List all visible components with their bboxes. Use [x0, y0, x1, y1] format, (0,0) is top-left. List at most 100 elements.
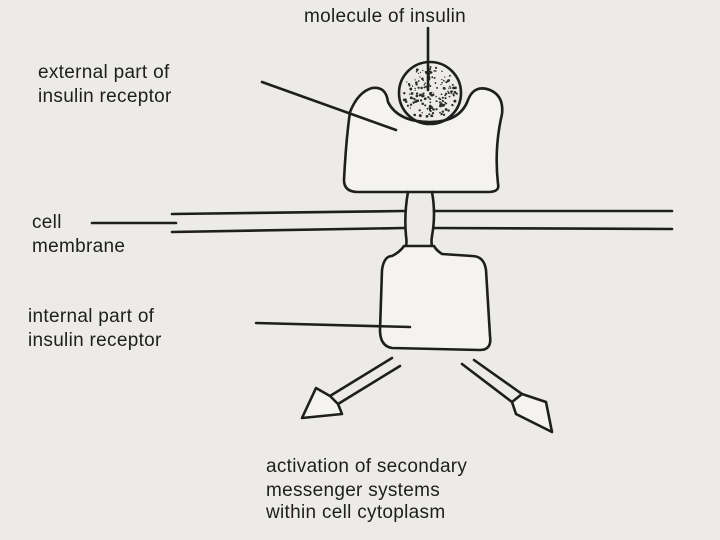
molecule-speckle — [430, 114, 433, 118]
molecule-speckle — [406, 104, 410, 107]
molecule-speckle — [444, 108, 448, 111]
molecule-speckle — [430, 94, 434, 97]
molecule-speckle — [433, 76, 436, 79]
molecule-speckle — [415, 68, 419, 72]
molecule-speckle — [442, 86, 446, 90]
molecule-speckle — [445, 92, 448, 95]
molecule-speckle — [449, 85, 451, 88]
molecule-speckle — [422, 69, 424, 72]
molecule-speckle — [415, 83, 418, 86]
molecule-speckle — [419, 76, 421, 78]
molecule-speckle — [438, 101, 442, 104]
molecule-speckle — [429, 98, 432, 101]
internal-leader-line — [254, 321, 412, 329]
molecule-speckle — [432, 108, 434, 111]
label-cell: cell — [32, 212, 62, 233]
molecule-speckle — [443, 103, 446, 106]
insulin-molecule — [397, 60, 463, 126]
molecule-speckle — [414, 79, 416, 81]
molecule-speckle — [447, 90, 449, 93]
molecule-speckle — [423, 97, 427, 101]
molecule-speckle — [424, 104, 427, 107]
molecule-speckle — [420, 86, 423, 90]
molecule-speckle — [412, 97, 414, 100]
molecule-speckle — [454, 87, 456, 89]
molecule-speckle — [435, 108, 438, 111]
molecule-speckle — [409, 103, 413, 106]
molecule-speckle — [427, 96, 429, 98]
molecule-speckle — [423, 86, 426, 89]
label-activation-line1: activation of secondary — [266, 456, 468, 477]
molecule-speckle — [439, 111, 441, 114]
molecule-speckle — [429, 85, 432, 87]
label-external-line2: insulin receptor — [38, 86, 172, 107]
molecule-speckle — [404, 100, 408, 103]
molecule-speckle — [444, 76, 446, 78]
molecule-speckle — [451, 104, 454, 107]
molecule-speckle — [441, 70, 443, 73]
molecule-speckle — [431, 76, 434, 79]
molecule-speckle — [444, 94, 447, 97]
molecule-speckle — [410, 92, 414, 95]
molecule-speckle — [403, 91, 406, 95]
molecule-speckle — [447, 79, 450, 82]
molecule-speckle — [440, 93, 443, 96]
molecule-speckle — [422, 92, 425, 95]
molecule-speckle — [421, 77, 424, 81]
internal-receptor — [378, 244, 492, 352]
molecule-speckle — [430, 91, 432, 94]
molecule-speckle — [418, 109, 421, 112]
molecule-speckle — [424, 85, 427, 88]
molecule-speckle — [429, 68, 432, 71]
molecule-speckle — [432, 92, 434, 94]
molecule-speckle — [429, 66, 432, 68]
molecule-speckle — [417, 80, 420, 82]
molecule-speckle — [409, 87, 413, 91]
molecule-speckle — [447, 91, 450, 95]
external-receptor — [342, 86, 504, 194]
molecule-speckle — [436, 86, 439, 89]
molecule-speckle — [419, 71, 422, 74]
molecule-speckle — [417, 72, 420, 75]
molecule-speckle — [434, 66, 438, 69]
molecule-speckle — [424, 82, 426, 84]
molecule-speckle — [442, 113, 446, 116]
molecule-speckle — [439, 104, 442, 108]
molecule-speckle — [442, 100, 445, 103]
molecule-speckle — [451, 83, 454, 86]
molecule-speckle — [421, 102, 424, 105]
molecule-speckle — [414, 100, 418, 103]
molecule-speckle — [440, 83, 442, 86]
molecule-speckle — [449, 87, 452, 89]
molecule-speckle — [452, 94, 455, 97]
molecule-speckle — [407, 82, 411, 86]
molecule-speckle — [413, 113, 417, 117]
label-activation-line3: within cell cytoplasm — [266, 502, 446, 523]
molecule-speckle — [448, 87, 450, 89]
molecule-speckle — [452, 86, 456, 90]
molecule-speckle — [455, 92, 458, 95]
label-membrane: membrane — [32, 236, 126, 257]
molecule-speckle — [421, 94, 425, 98]
molecule-speckle — [441, 102, 443, 104]
molecule-speckle — [448, 74, 451, 77]
label-activation-line2: messenger systems — [266, 480, 441, 501]
molecule-speckle — [428, 113, 431, 116]
external-leader-line — [260, 80, 398, 132]
molecule-speckle — [439, 98, 442, 101]
molecule-speckle — [434, 82, 437, 84]
molecule-speckle — [434, 70, 437, 72]
molecule-speckle — [441, 81, 443, 84]
molecule-speckle — [429, 71, 433, 74]
molecule-speckle — [442, 79, 445, 82]
molecule-speckle — [413, 98, 416, 101]
molecule-speckle — [416, 81, 418, 83]
molecule-speckle — [426, 107, 429, 110]
molecule-speckle — [447, 109, 450, 112]
arrow-right — [460, 358, 554, 434]
molecule-speckle — [404, 98, 407, 100]
molecule-speckle — [409, 96, 413, 100]
molecule-speckle — [438, 97, 441, 100]
molecule-speckle — [422, 79, 425, 82]
molecule-speckle — [441, 78, 443, 81]
